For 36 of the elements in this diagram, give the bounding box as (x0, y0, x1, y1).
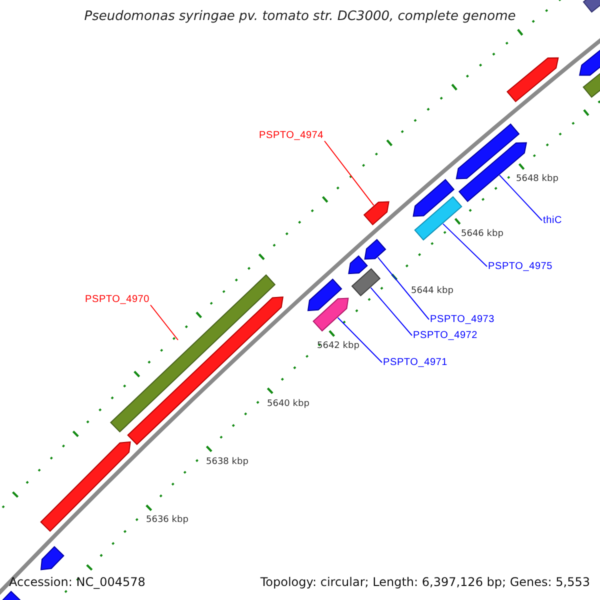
gene-bar (351, 268, 381, 296)
leader-line (370, 287, 412, 336)
gene-label: PSPTO_4974 (259, 130, 324, 141)
scale-label: 5642 kbp (317, 341, 360, 351)
scale-label: 5648 kbp (516, 174, 558, 184)
genome-stats-text: Topology: circular; Length: 6,397,126 bp; Genes: 5,553 (260, 575, 590, 589)
title: Pseudomonas syringae pv. tomato str. DC3000, complete genome (83, 9, 517, 24)
gene-feature (312, 298, 349, 332)
scale-label: 5644 kbp (411, 286, 454, 296)
gene-feature (0, 590, 22, 600)
gene-feature (40, 441, 131, 532)
gene-feature (412, 178, 455, 217)
gene-feature (506, 57, 559, 102)
scale-label: 5638 kbp (206, 457, 248, 467)
leader-line (150, 304, 178, 340)
leader-line (337, 317, 382, 363)
gene-feature (363, 201, 390, 226)
gene-feature (307, 278, 342, 312)
gene-label: PSPTO_4972 (413, 330, 478, 341)
scale-label: 5646 kbp (461, 229, 504, 239)
gene-bar (414, 196, 462, 241)
gene-feature (348, 255, 368, 274)
leader-line (377, 256, 430, 320)
leader-line (442, 223, 488, 267)
gene-label: thiC (543, 215, 562, 226)
scale-label: 5640 kbp (267, 399, 310, 409)
scale-label: 5636 kbp (146, 515, 188, 525)
gene-label: PSPTO_4975 (488, 261, 553, 272)
gene-label: PSPTO_4973 (430, 314, 495, 325)
gene-label: PSPTO_4970 (85, 294, 150, 305)
leader-line (324, 140, 374, 206)
gene-label: PSPTO_4971 (383, 357, 448, 368)
accession-text: Accession: NC_004578 (9, 575, 146, 589)
leader-line (499, 174, 542, 221)
gene-feature (364, 238, 386, 260)
gene-feature (40, 546, 64, 570)
